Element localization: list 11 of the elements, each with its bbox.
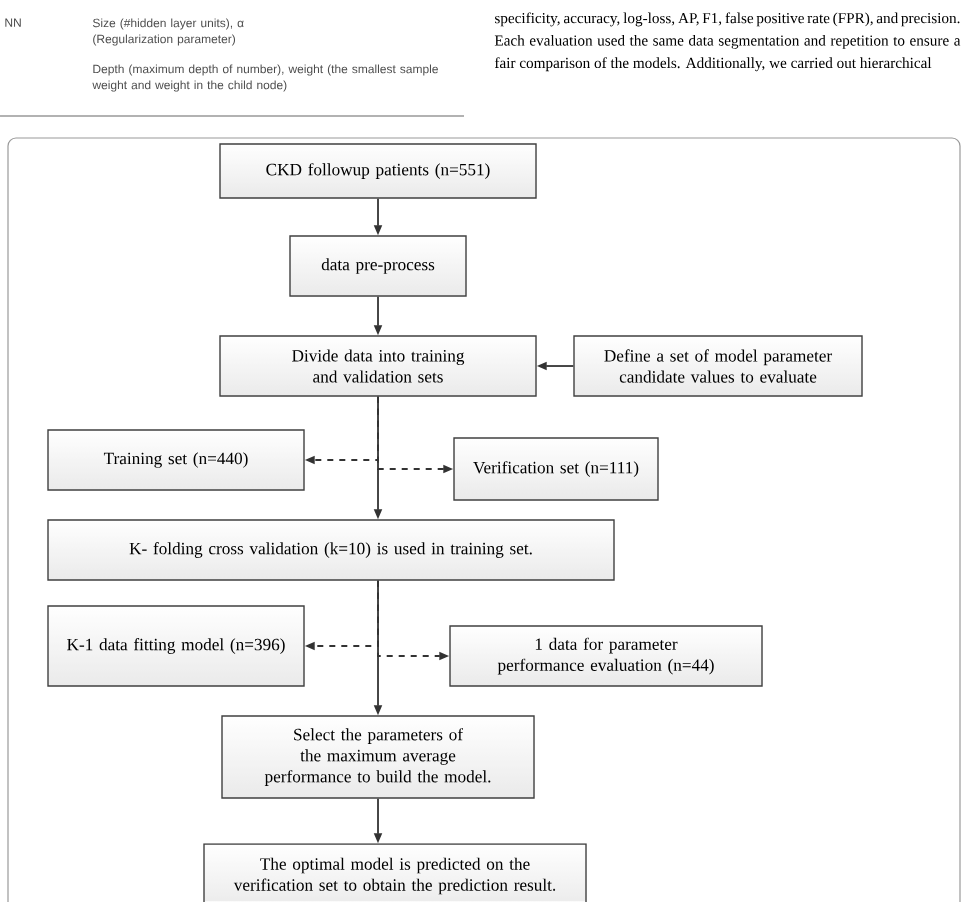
- process-box: Training set (n=440): [47, 429, 305, 491]
- process-box: Divide data into training and validation sets: [219, 335, 537, 397]
- process-box: K- folding cross validation (k=10) is used in training set.: [47, 519, 615, 581]
- process-box: The optimal model is predicted on the verification set to obtain the prediction result.: [203, 843, 587, 902]
- process-box: Select the parameters of the maximum average performance to build the model.: [221, 715, 535, 799]
- process-box: Define a set of model parameter candidate values to evaluate: [573, 335, 863, 397]
- process-box: Verification set (n=111): [453, 437, 659, 501]
- process-box: K-1 data fitting model (n=396): [47, 605, 305, 687]
- process-box: data pre-process: [289, 235, 467, 297]
- process-box: 1 data for parameter performance evaluation (n=44): [449, 625, 763, 687]
- process-box: CKD followup patients (n=551): [219, 143, 537, 199]
